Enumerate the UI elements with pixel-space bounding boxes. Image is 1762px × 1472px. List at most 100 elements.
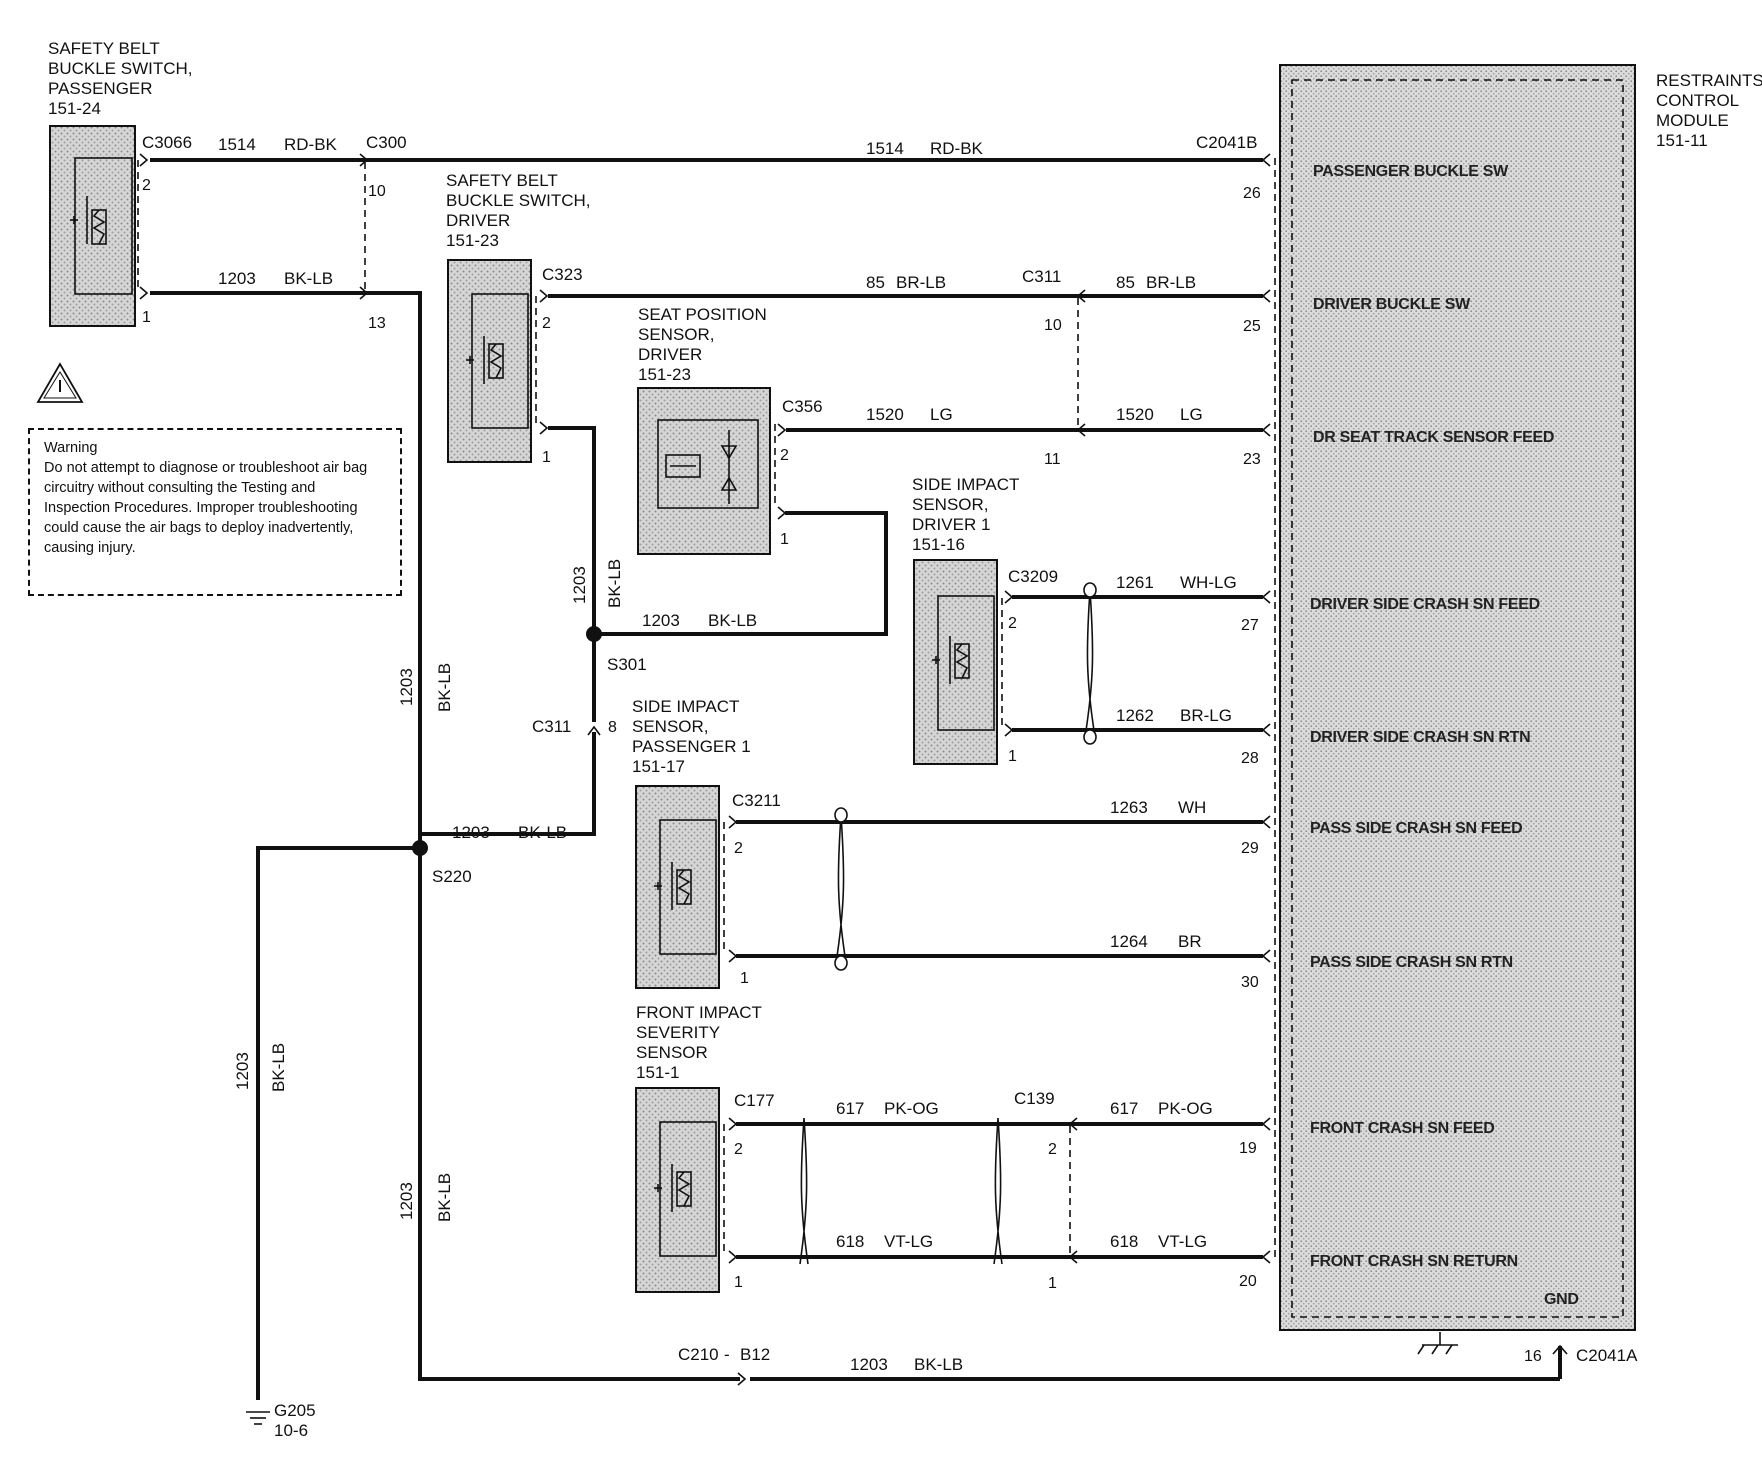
circuit-number: 1203 — [397, 1182, 416, 1220]
circuit-number: 1203 — [850, 1355, 888, 1374]
warning-line: Inspection Procedures. Improper troubles… — [44, 500, 358, 516]
pin-label: 1 — [1048, 1275, 1057, 1292]
pin-label: 8 — [608, 719, 617, 736]
connector-c177: C177 — [734, 1091, 775, 1110]
pin-label: 2 — [542, 315, 551, 332]
component-title: SIDE IMPACT — [632, 697, 739, 716]
component-title: SAFETY BELT — [48, 39, 160, 58]
rcm-pin: 26 — [1243, 185, 1261, 202]
pin-label: 1 — [780, 531, 789, 548]
pin-label: 11 — [1044, 451, 1061, 468]
pin-label: 13 — [368, 315, 386, 332]
rcm-title-1: RESTRAINTS — [1656, 71, 1762, 90]
circuit-color: BK-LB — [708, 611, 757, 630]
circuit-labels: 1514 RD-BK 1514 RD-BK 1203 BK-LB 85 BR-L… — [218, 135, 1237, 1374]
circuit-color: BR-LB — [1146, 273, 1196, 292]
rcm-title-2: CONTROL — [1656, 91, 1739, 110]
component-title: SENSOR, — [632, 717, 709, 736]
connector-c2041a: C2041A — [1576, 1346, 1638, 1365]
connector-c311: C311 — [1022, 267, 1061, 286]
rcm-pin: 29 — [1241, 840, 1259, 857]
component-title: SENSOR, — [912, 495, 989, 514]
sensor-resistor-icon — [954, 643, 970, 679]
rcm-pin-name: PASSENGER BUCKLE SW — [1313, 163, 1509, 180]
circuit-color: PK-OG — [1158, 1099, 1213, 1118]
ground-ref: 10-6 — [274, 1421, 308, 1440]
restraints-control-module: RESTRAINTS CONTROL MODULE 151-11 PASSENG… — [1196, 64, 1762, 1365]
circuit-number: 1203 — [218, 269, 256, 288]
warning-icon — [36, 362, 84, 403]
circuit-color: BK-LB — [435, 663, 454, 712]
case-ground-icon — [1417, 1332, 1458, 1355]
rcm-pin: 27 — [1241, 617, 1259, 634]
circuit-color: VT-LG — [884, 1232, 933, 1251]
rcm-pin-name: PASS SIDE CRASH SN FEED — [1310, 820, 1522, 837]
rcm-pin: 30 — [1241, 974, 1259, 991]
sensor-resistor-icon — [676, 869, 692, 905]
circuit-number: 1261 — [1116, 573, 1154, 592]
wires — [150, 158, 1562, 1400]
circuit-color: RD-BK — [930, 139, 984, 158]
splice-s220 — [412, 840, 428, 856]
circuit-color: BK-LB — [284, 269, 333, 288]
passenger-buckle-switch: SAFETY BELT BUCKLE SWITCH, PASSENGER 151… — [48, 39, 193, 327]
connector-c3209: C3209 — [1008, 567, 1058, 586]
pin-label: 2 — [734, 1141, 743, 1158]
component-title: SIDE IMPACT — [912, 475, 1019, 494]
circuit-number: 1514 — [866, 139, 904, 158]
pin-label: 10 — [368, 183, 386, 200]
circuit-color: WH-LG — [1180, 573, 1237, 592]
pin-label: 2 — [1048, 1141, 1057, 1158]
pin-label: 2 — [1008, 615, 1017, 632]
connector-c139: C139 — [1014, 1089, 1055, 1108]
component-title: SENSOR, — [638, 325, 715, 344]
circuit-number: 1520 — [866, 405, 904, 424]
connector-c356: C356 — [782, 397, 823, 416]
circuit-color: BK-LB — [914, 1355, 963, 1374]
circuit-number: 1264 — [1110, 932, 1148, 951]
circuit-number: 1262 — [1116, 706, 1154, 725]
warning-box: Warning Do not attempt to diagnose or tr… — [28, 428, 402, 596]
hall-sensor-icon — [665, 430, 738, 504]
circuit-number: 1203 — [233, 1052, 252, 1090]
pin-label: 1 — [142, 309, 151, 326]
component-title: PASSENGER — [48, 79, 153, 98]
circuit-color: BK-LB — [269, 1043, 288, 1092]
circuit-number: 1520 — [1116, 405, 1154, 424]
connector-c311: C311 — [532, 717, 571, 736]
side-impact-sensor-driver: SIDE IMPACT SENSOR, DRIVER 1 151-16 C320… — [912, 475, 1058, 765]
warning-line: causing injury. — [44, 540, 136, 556]
rcm-pin-name: DR SEAT TRACK SENSOR FEED — [1313, 429, 1554, 446]
pin-label: 1 — [740, 970, 749, 987]
component-title: 151-24 — [48, 99, 101, 118]
component-title: DRIVER — [638, 345, 702, 364]
component-title: SENSOR — [636, 1043, 708, 1062]
circuit-color: VT-LG — [1158, 1232, 1207, 1251]
connector-c323: C323 — [542, 265, 583, 284]
component-title: DRIVER — [446, 211, 510, 230]
rcm-pin: 23 — [1243, 451, 1261, 468]
circuit-number: 618 — [1110, 1232, 1138, 1251]
side-impact-sensor-passenger: SIDE IMPACT SENSOR, PASSENGER 1 151-17 C… — [632, 697, 781, 989]
splice-label: S220 — [432, 867, 472, 886]
component-title: 151-1 — [636, 1063, 679, 1082]
circuit-color: BR-LB — [896, 273, 946, 292]
component-title: 151-16 — [912, 535, 965, 554]
rcm-pin-name: FRONT CRASH SN RETURN — [1310, 1253, 1518, 1270]
component-title: SAFETY BELT — [446, 171, 558, 190]
warning-line: could cause the air bags to deploy inadv… — [44, 520, 354, 536]
driver-buckle-switch: SAFETY BELT BUCKLE SWITCH, DRIVER 151-23… — [446, 171, 591, 466]
warning-heading: Warning — [44, 440, 98, 456]
circuit-number: 85 — [1116, 273, 1135, 292]
pin-label: 1 — [1008, 748, 1017, 765]
circuit-number: 1203 — [642, 611, 680, 630]
pin-label: 1 — [734, 1274, 743, 1291]
rcm-pin-name: DRIVER SIDE CRASH SN RTN — [1310, 729, 1530, 746]
rcm-gnd-pin: 16 — [1524, 1348, 1542, 1365]
circuit-number: 617 — [836, 1099, 864, 1118]
rcm-pin-name: DRIVER BUCKLE SW — [1313, 296, 1471, 313]
pin-label: 2 — [142, 177, 151, 194]
circuit-color: PK-OG — [884, 1099, 939, 1118]
